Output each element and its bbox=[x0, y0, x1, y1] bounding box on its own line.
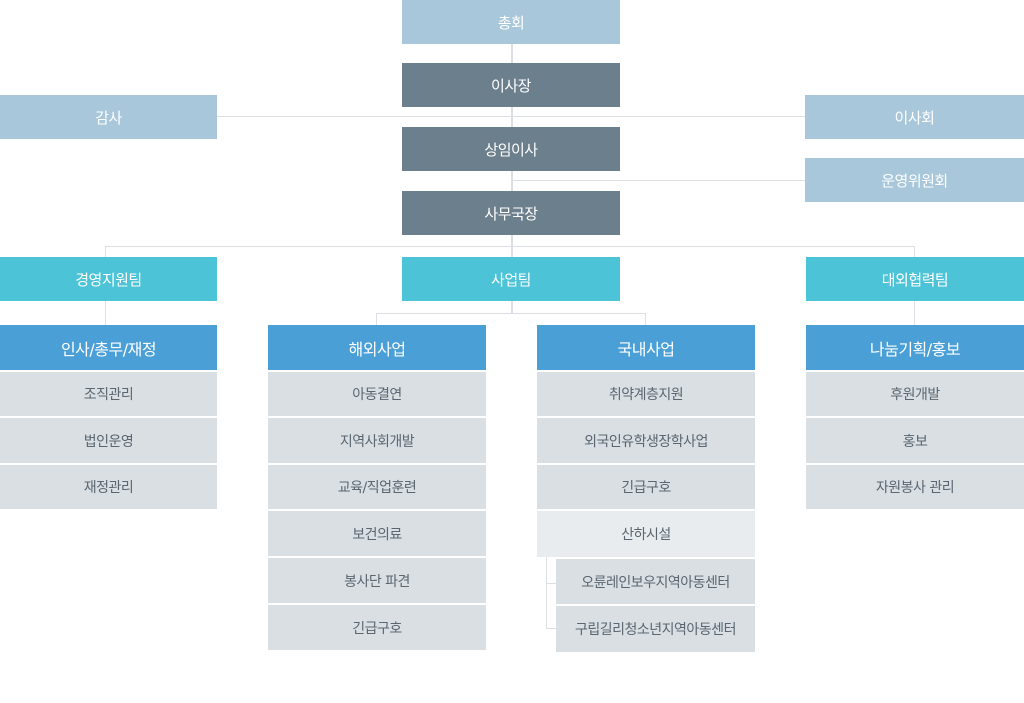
connector-line bbox=[914, 246, 915, 257]
list-item: 지역사회개발 bbox=[268, 418, 486, 463]
list-item: 보건의료 bbox=[268, 511, 486, 556]
connector-line bbox=[511, 44, 513, 192]
auditor-box: 감사 bbox=[0, 95, 217, 139]
connector-line bbox=[105, 301, 106, 325]
team-business: 사업팀 bbox=[402, 257, 620, 301]
connector-line bbox=[105, 246, 914, 247]
secretary-general-box: 사무국장 bbox=[402, 191, 620, 235]
list-item: 교육/직업훈련 bbox=[268, 465, 486, 509]
connector-line bbox=[546, 628, 556, 629]
section-sharing-planning-pr: 나눔기획/홍보 bbox=[806, 325, 1024, 370]
connector-line bbox=[914, 301, 915, 325]
connector-line bbox=[546, 557, 547, 629]
team-management-support: 경영지원팀 bbox=[0, 257, 217, 301]
section-overseas-business: 해외사업 bbox=[268, 325, 486, 370]
section-domestic-business: 국내사업 bbox=[537, 325, 755, 370]
connector-line bbox=[512, 180, 806, 181]
facility-item: 구립길리청소년지역아동센터 bbox=[556, 606, 755, 652]
general-assembly-box: 총회 bbox=[402, 0, 620, 44]
list-item: 자원봉사 관리 bbox=[806, 465, 1024, 509]
list-item: 후원개발 bbox=[806, 372, 1024, 416]
list-item: 아동결연 bbox=[268, 372, 486, 416]
team-external-cooperation: 대외협력팀 bbox=[806, 257, 1024, 301]
list-item: 긴급구호 bbox=[268, 605, 486, 650]
connector-line bbox=[216, 116, 806, 117]
list-item: 취약계층지원 bbox=[537, 372, 755, 416]
list-item: 조직관리 bbox=[0, 372, 217, 416]
connector-line bbox=[105, 246, 106, 257]
list-item: 긴급구호 bbox=[537, 465, 755, 509]
connector-line bbox=[546, 583, 556, 584]
board-box: 이사회 bbox=[805, 95, 1024, 139]
standing-director-box: 상임이사 bbox=[402, 127, 620, 171]
connector-line bbox=[376, 313, 646, 314]
connector-line bbox=[645, 313, 646, 325]
list-item: 재정관리 bbox=[0, 465, 217, 509]
facility-item: 오륜레인보우지역아동센터 bbox=[556, 559, 755, 604]
list-item: 외국인유학생장학사업 bbox=[537, 418, 755, 463]
list-item: 법인운영 bbox=[0, 418, 217, 463]
connector-line bbox=[511, 301, 513, 314]
list-item: 봉사단 파견 bbox=[268, 558, 486, 603]
list-item: 홍보 bbox=[806, 418, 1024, 463]
connector-line bbox=[376, 313, 377, 325]
chairman-box: 이사장 bbox=[402, 63, 620, 107]
section-hr-general-finance: 인사/총무/재정 bbox=[0, 325, 217, 370]
operating-committee-box: 운영위원회 bbox=[805, 158, 1024, 202]
list-item-affiliated-facilities: 산하시설 bbox=[537, 511, 755, 557]
